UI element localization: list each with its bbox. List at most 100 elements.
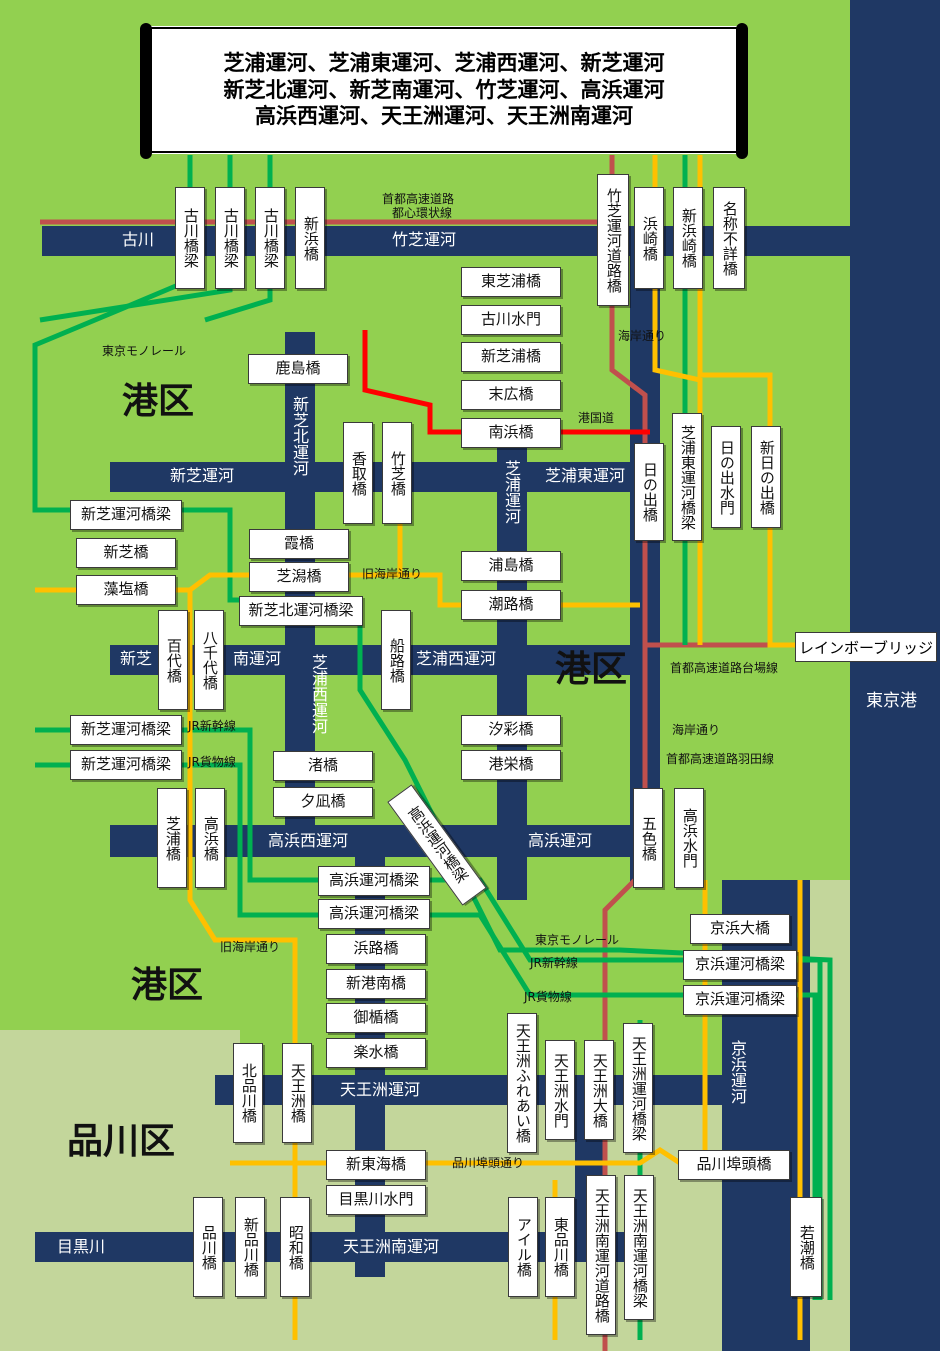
canal-label-shibaura-higashi: 芝浦東運河: [545, 466, 626, 485]
bridge-showa[interactable]: 昭和橋: [280, 1197, 310, 1297]
bridge-shiosai[interactable]: 汐彩橋: [461, 715, 561, 745]
bridge-shin-hinode[interactable]: 新日の出橋: [751, 426, 781, 528]
ward-shinagawa: 品川区: [67, 1121, 176, 1162]
bridge-aire[interactable]: アイル橋: [508, 1197, 538, 1297]
bridge-takeshiba-b[interactable]: 竹芝橋: [382, 422, 412, 524]
bridge-shibaura-b[interactable]: 芝浦橋: [157, 788, 187, 888]
canal-label-takahama-nishi: 高浜西運河: [268, 831, 349, 850]
bridge-furukawa-kyoryo-1[interactable]: 古川橋梁: [175, 187, 205, 289]
bridge-meisho-fusho[interactable]: 名称不詳橋: [713, 187, 745, 289]
route-label-kaigan-1: 海岸通り: [618, 329, 667, 343]
bridge-shinshiba-kita-kyoryo[interactable]: 新芝北運河橋梁: [239, 596, 363, 626]
canal-label-keihin: 京浜運河: [728, 1040, 747, 1104]
bridge-shinshiba-kyoryo-1[interactable]: 新芝運河橋梁: [70, 500, 182, 530]
route-label-kaigan-2: 海岸通り: [672, 723, 721, 737]
canal-label-shibaura-nishi-v: 芝浦西運河: [309, 654, 328, 734]
bridge-takeshiba-dorokyo[interactable]: 竹芝運河道路橋: [597, 174, 629, 306]
bridge-minamihama[interactable]: 南浜橋: [461, 418, 561, 448]
bridge-furukawa-kyoryo-2[interactable]: 古川橋梁: [215, 187, 245, 289]
bridge-yunagi[interactable]: 夕凪橋: [273, 787, 373, 817]
bridge-shin-shinagawa[interactable]: 新品川橋: [235, 1197, 265, 1297]
title-line-1: 芝浦運河、芝浦東運河、芝浦西運河、新芝運河: [223, 50, 665, 75]
shinagawa-futo-dori: [230, 1147, 682, 1166]
bridge-keihin-kyoryo-2[interactable]: 京浜運河橋梁: [683, 985, 797, 1015]
route-label-shuto-toshin-1: 首都高速道路: [382, 192, 455, 206]
canal-label-shibaura-nishi: 芝浦西運河: [416, 649, 497, 668]
bridge-takahama-suimon[interactable]: 高浜水門: [674, 788, 704, 888]
route-label-monorail-1: 東京モノレール: [102, 344, 187, 358]
route-label-jr-kamotsu-1: JR貨物線: [188, 755, 236, 769]
bridge-shinshiba-kyoryo-2[interactable]: 新芝運河橋梁: [70, 715, 182, 745]
bridge-momoyo[interactable]: 百代橋: [158, 610, 188, 710]
bridge-kasumi[interactable]: 霞橋: [249, 529, 349, 559]
bridge-higashi-shibaura[interactable]: 東芝浦橋: [461, 267, 561, 297]
bridge-tennozu-fureai[interactable]: 天王洲ふれあい橋: [507, 1013, 537, 1153]
title-line-3: 高浜西運河、天王洲運河、天王洲南運河: [255, 104, 633, 129]
bridge-kashima[interactable]: 鹿島橋: [248, 354, 348, 384]
canal-label-takeshiba: 竹芝運河: [392, 230, 457, 249]
ward-minato-north: 港区: [122, 381, 195, 422]
bridge-shinagawa[interactable]: 品川橋: [193, 1197, 223, 1297]
route-label-shuto-daiba: 首都高速道路台場線: [670, 661, 779, 675]
bridge-shibagata[interactable]: 芝潟橋: [249, 562, 349, 592]
bridge-shioji[interactable]: 潮路橋: [461, 590, 561, 620]
bridge-goshiki[interactable]: 五色橋: [633, 788, 663, 888]
bridge-tennozu-kyoryo[interactable]: 天王洲運河橋梁: [623, 1023, 653, 1153]
canal-label-shibaura: 芝浦運河: [502, 460, 521, 524]
bridge-hinode[interactable]: 日の出橋: [634, 443, 664, 541]
title-line-2: 新芝北運河、新芝南運河、竹芝運河、高浜運河: [223, 77, 665, 102]
bridge-furukawa-kyoryo-3[interactable]: 古川橋梁: [255, 187, 285, 289]
route-label-shinagawa-futo-dori: 品川埠頭通り: [452, 1156, 525, 1170]
bridge-funaji[interactable]: 船路橋: [381, 610, 411, 710]
route-label-jr-shinkansen-1: JR新幹線: [188, 719, 236, 733]
title-banner: 芝浦運河、芝浦東運河、芝浦西運河、新芝運河 新芝北運河、新芝南運河、竹芝運河、高…: [140, 23, 748, 159]
bridge-hinode-suimon[interactable]: 日の出水門: [711, 426, 741, 528]
bridge-takahama-kyoryo-1[interactable]: 高浜運河橋梁: [318, 866, 430, 896]
bridge-moshio[interactable]: 藻塩橋: [76, 575, 176, 605]
route-label-kyu-kaigan-2: 旧海岸通り: [220, 940, 281, 954]
bridge-kitashinagawa[interactable]: 北品川橋: [233, 1043, 263, 1143]
bridge-nagisa[interactable]: 渚橋: [273, 751, 373, 781]
bridge-shinshiba[interactable]: 新芝橋: [76, 538, 176, 568]
bridge-keihin-ohashi[interactable]: 京浜大橋: [690, 914, 790, 944]
bridge-yachiyo[interactable]: 八千代橋: [194, 610, 224, 710]
route-label-shuto-toshin: 首都高速道路 都心環状線: [382, 192, 455, 221]
bridge-tennozu-ohashi[interactable]: 天王洲大橋: [584, 1040, 614, 1140]
bridge-shinhama[interactable]: 新浜橋: [295, 187, 325, 289]
route-label-shuto-toshin-2: 都心環状線: [392, 205, 453, 220]
bridge-wakashio[interactable]: 若潮橋: [790, 1197, 822, 1297]
shuto-daiba: [609, 222, 800, 648]
bridge-takahama-kyoryo-2[interactable]: 高浜運河橋梁: [318, 899, 430, 929]
bridge-shin-tokai[interactable]: 新東海橋: [326, 1150, 426, 1180]
bridge-shibaura-higashi-kyoryo[interactable]: 芝浦東運河橋梁: [672, 413, 702, 541]
bridge-tennozu-suimon[interactable]: 天王洲水門: [545, 1040, 575, 1140]
bridge-shinhamazaki[interactable]: 新浜崎橋: [673, 187, 703, 289]
bridge-hamazaki[interactable]: 浜崎橋: [634, 187, 664, 289]
bridge-tennozu-minami-kyoryo[interactable]: 天王洲南運河橋梁: [624, 1175, 654, 1320]
canal-label-minami: 南運河: [233, 649, 282, 668]
bridge-suehiro[interactable]: 末広橋: [461, 380, 561, 410]
bridge-hamaji[interactable]: 浜路橋: [326, 934, 426, 964]
bridge-tennozu-b[interactable]: 天王洲橋: [282, 1043, 312, 1143]
bridge-tennozu-minami-doro[interactable]: 天王洲南運河道路橋: [586, 1175, 616, 1335]
bridge-keihin-kyoryo-1[interactable]: 京浜運河橋梁: [683, 950, 797, 980]
bridge-takahama-b[interactable]: 高浜橋: [195, 788, 225, 888]
bridge-shinkou-minami[interactable]: 新港南橋: [326, 969, 426, 999]
bridge-rainbow[interactable]: レインボーブリッジ: [795, 632, 937, 662]
bridge-meguro-suimon[interactable]: 目黒川水門: [326, 1185, 426, 1215]
bridge-shin-shibaura[interactable]: 新芝浦橋: [461, 342, 561, 372]
bridge-higashi-shinagawa[interactable]: 東品川橋: [545, 1197, 575, 1297]
ward-minato-south: 港区: [131, 965, 204, 1006]
bridge-rakusui[interactable]: 楽水橋: [326, 1038, 426, 1068]
canal-label-tennozu: 天王洲運河: [340, 1080, 421, 1099]
bridge-mikaba[interactable]: 御楯橋: [326, 1003, 426, 1033]
bridge-kouei[interactable]: 港栄橋: [461, 750, 561, 780]
bridge-urashima[interactable]: 浦島橋: [461, 551, 561, 581]
bridge-furukawa-suimon[interactable]: 古川水門: [461, 305, 561, 335]
route-label-kyu-kaigan-1: 旧海岸通り: [362, 567, 423, 581]
route-label-shuto-haneda: 首都高速道路羽田線: [666, 752, 775, 766]
bridge-shinshiba-kyoryo-3[interactable]: 新芝運河橋梁: [70, 750, 182, 780]
bridge-katori[interactable]: 香取橋: [343, 422, 373, 524]
bridge-shinagawa-futo[interactable]: 品川埠頭橋: [678, 1150, 790, 1180]
